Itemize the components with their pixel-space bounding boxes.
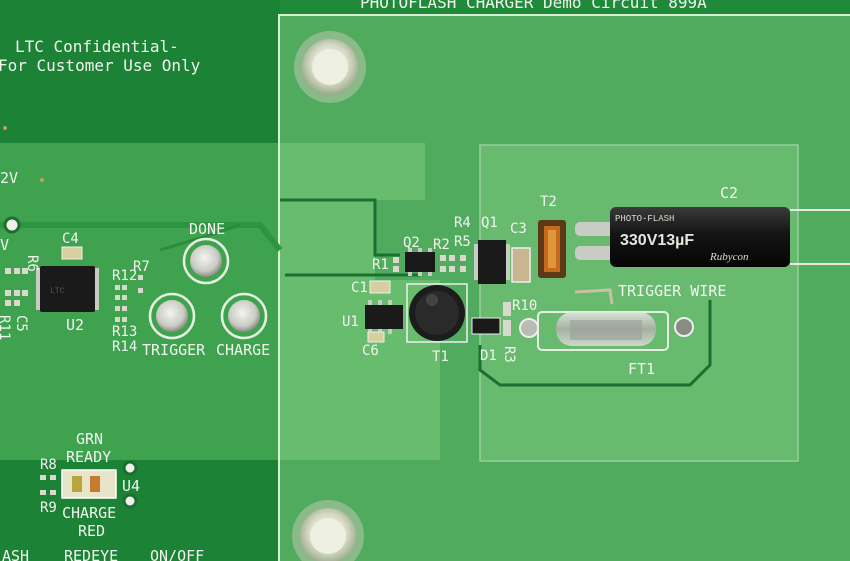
smd-pads-r1 bbox=[393, 255, 466, 272]
ic-q1 bbox=[474, 240, 510, 284]
label-c3: C3 bbox=[510, 221, 527, 237]
cap-c3 bbox=[511, 247, 531, 283]
label-c4: C4 bbox=[62, 231, 79, 247]
led-pads bbox=[40, 475, 56, 495]
trace bbox=[280, 198, 400, 257]
label-u2: U2 bbox=[66, 316, 84, 334]
label-c6: C6 bbox=[362, 343, 379, 359]
confidential-line1: LTC Confidential- bbox=[15, 37, 179, 56]
label-r9: R9 bbox=[40, 500, 57, 516]
ic-q2 bbox=[405, 248, 435, 276]
smd-pads-left bbox=[5, 268, 28, 306]
via bbox=[122, 460, 138, 476]
trigger-wire bbox=[574, 288, 614, 305]
trace bbox=[478, 300, 712, 387]
label-c1: C1 bbox=[351, 280, 368, 296]
via bbox=[122, 493, 138, 509]
label-ft1: FT1 bbox=[628, 360, 655, 378]
label-d1: D1 bbox=[480, 348, 497, 364]
standoff-bottom bbox=[292, 500, 364, 561]
ic-u2: LTC bbox=[36, 266, 99, 312]
label-done: DONE bbox=[189, 220, 225, 238]
cap-c6 bbox=[367, 331, 385, 343]
standoff-top bbox=[294, 31, 366, 103]
transformer-t2 bbox=[538, 220, 566, 278]
smd-pads-mid bbox=[115, 275, 143, 322]
header-text: PHOTOFLASH CHARGER Demo Circuit 899A bbox=[360, 0, 707, 12]
label-trigger-wire: TRIGGER WIRE bbox=[618, 282, 726, 300]
label-r4: R4 bbox=[454, 215, 471, 231]
done-button[interactable] bbox=[182, 237, 230, 285]
diode-d1 bbox=[471, 317, 501, 335]
label-c2: C2 bbox=[720, 184, 738, 202]
label-t1: T1 bbox=[432, 349, 449, 365]
svg-text:LTC: LTC bbox=[50, 287, 65, 296]
cap-c4 bbox=[61, 246, 83, 260]
label-u4: U4 bbox=[122, 477, 140, 495]
capacitor-brand: Rubycon bbox=[709, 251, 749, 263]
label-grn: GRN bbox=[76, 430, 103, 448]
ic-u1 bbox=[365, 300, 403, 334]
label-redeye: REDEYE bbox=[64, 547, 118, 561]
label-r13: R13 bbox=[112, 324, 137, 340]
copper-pour-right bbox=[479, 144, 799, 462]
label-ready: READY bbox=[66, 448, 111, 466]
via bbox=[3, 216, 21, 234]
cap-c1 bbox=[369, 280, 391, 294]
label-ash: ASH bbox=[2, 547, 29, 561]
label-charge-led: CHARGE bbox=[62, 504, 116, 522]
label-t2: T2 bbox=[540, 194, 557, 210]
label-r1: R1 bbox=[372, 257, 389, 273]
label-q2: Q2 bbox=[403, 235, 420, 251]
label-c5: C5 bbox=[13, 315, 29, 332]
trace bbox=[159, 223, 241, 252]
label-u1: U1 bbox=[342, 314, 359, 330]
label-r11: R11 bbox=[0, 315, 12, 340]
capacitor-rating: 330V13µF bbox=[620, 232, 694, 249]
charge-button[interactable] bbox=[220, 292, 268, 340]
voltage-fragment: 2V bbox=[0, 169, 18, 187]
label-q1: Q1 bbox=[481, 215, 498, 231]
left-fragment: V bbox=[0, 236, 9, 254]
via bbox=[3, 126, 7, 130]
label-r2: R2 bbox=[433, 237, 450, 253]
copper-pour-center bbox=[280, 143, 440, 460]
led-u4 bbox=[61, 469, 117, 499]
label-charge: CHARGE bbox=[216, 341, 270, 359]
inductor-t1 bbox=[406, 283, 468, 343]
trigger-button[interactable] bbox=[148, 292, 196, 340]
label-r7: R7 bbox=[133, 259, 150, 275]
label-r14: R14 bbox=[112, 339, 137, 355]
label-r6: R6 bbox=[24, 255, 40, 272]
flash-tube-ft1 bbox=[519, 311, 694, 351]
trace bbox=[0, 222, 283, 252]
label-r8: R8 bbox=[40, 457, 57, 473]
confidential-line2: For Customer Use Only bbox=[0, 56, 201, 75]
label-trigger: TRIGGER bbox=[142, 341, 206, 359]
label-red: RED bbox=[78, 522, 105, 540]
label-r12: R12 bbox=[112, 268, 137, 284]
capacitor-series: PHOTO-FLASH bbox=[615, 214, 674, 224]
resistor-r10 bbox=[503, 302, 511, 316]
label-r5: R5 bbox=[454, 234, 471, 250]
resistor-r3 bbox=[503, 320, 511, 336]
label-r3: R3 bbox=[501, 346, 517, 363]
label-onoff: ON/OFF bbox=[150, 547, 204, 561]
label-r10: R10 bbox=[512, 298, 537, 314]
capacitor-c2: PHOTO-FLASH 330V13µF Rubycon bbox=[575, 207, 850, 267]
via bbox=[40, 178, 44, 182]
